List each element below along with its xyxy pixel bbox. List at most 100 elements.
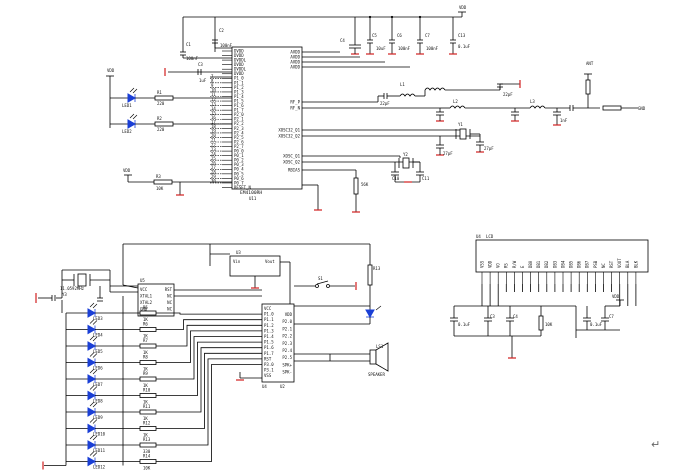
led-ray [89,451,95,456]
led-label: LED6 [93,366,103,371]
u1-pin-num: 7 [211,74,214,79]
lcd-pin-label: DB1 [536,260,541,268]
u5-left-pin-label: GND [140,307,148,312]
led-resistor-val: 1K [143,317,148,322]
led-resistor [139,426,157,431]
led-resistor [139,376,157,382]
cap-c6-label: C6 [397,33,402,38]
led-route [156,319,262,330]
u1-pin-num: 8 [211,79,214,84]
led-bank: LED3R51KLED4R61KLED5R71KLED6R81KLED7R91K… [42,296,262,471]
u1-left-pin-label: DVDD [234,53,244,58]
lcd-res-val: 10K [545,322,553,327]
led-diode [87,423,97,434]
u1-right-pin-label: RF_N [290,105,300,110]
u1-left-pin-label: P0_6 [234,176,244,181]
l2-label: L2 [453,99,458,104]
led-diode [87,390,97,401]
u1-left-pin-label: P1_3 [234,89,244,94]
lcd-support-circuit: VDD 0.1uF C3 C4 10K 0.1uF C7 [450,294,624,359]
cap-c11-val: 27pF [484,146,494,151]
lcd-pin-label: VSS [479,260,484,268]
led-resistor-label: R9 [143,371,148,376]
u2-left-pin-label: RST [264,356,272,361]
lcd-cap3-label: C4 [513,314,518,319]
led-ray [89,352,95,357]
led-diode [87,357,97,368]
led-diode [87,407,97,417]
led-ray [92,320,98,325]
u1-left-pin-label: P2_3 [234,126,244,131]
led-resistor [139,442,157,448]
u1-right-pin-label: XOSC_Q2 [283,159,300,164]
led-diode [87,456,97,467]
led-label: LED10 [93,432,106,437]
u1-left-pin-label: P0_0 [234,149,244,154]
led-resistor-val: 1K [143,400,148,405]
rf-matching-network: ANT GND L1 L2 L3 22pF 22pF 1nF [302,61,646,126]
rbias-resistor: 56K [302,169,369,213]
decoupling-caps-left: C1 100nF C2 100nF 1uF C3 [164,28,233,83]
regulator-u3: U3 Vin Vout [229,250,281,289]
ic-u1-name: EM4100RH [240,190,262,196]
u1-pin-num: 15 [211,110,216,115]
u1-left-pin-label: DVDDL [234,67,247,72]
u1-right-pin-label: RBIAS [288,167,301,172]
u5-right-pin-label: NC [167,300,172,305]
ic-u1-right-pins: AVDDAVDDAVDDAVDDRF_PRF_NXOSC32_Q1XOSC32_… [278,49,300,172]
led-resistor-label: R6 [143,322,148,327]
u1-pin-num: 17 [211,120,216,125]
lcd-pin-label: NC [601,263,606,268]
led-resistor-val: 10K [143,466,151,471]
led-resistor-val: 330 [143,449,151,454]
led-ray [92,303,98,309]
l1-label: L1 [400,82,405,87]
ic-u2-ref: U2 [280,384,285,389]
u1-pin-num: 9 [211,83,214,88]
led-resistor [139,409,157,415]
u1-right-pin-label: AVDD [290,59,300,64]
y2-label: Y2 [403,152,408,157]
led-route [156,352,262,429]
u2-left-pin-label: P1.6 [264,345,274,350]
led-ray [92,419,98,424]
lcd-label: LCD [486,234,494,239]
u5-left-pin-label: XTAL1 [140,294,153,299]
led-label: LED3 [93,316,103,321]
led-resistor [139,360,157,365]
led-resistor [139,310,157,316]
lcd-pin-label: RS [504,263,509,268]
u2-right-pin-label: P2.4 [282,348,292,353]
led-resistor [139,327,157,332]
lcd-pin-label: VOUT [617,258,622,268]
u1-left-pin-label: P0_1 [234,153,244,158]
y3-val: 11.0592MHz [60,286,85,291]
led-ray [89,418,95,423]
led2-label: LED2 [122,129,132,134]
lcd-cap5-label: C7 [609,314,614,319]
led-ray [92,369,98,375]
led-resistor-label: R8 [143,355,148,360]
u1-pin-num: 28 [211,170,216,175]
u1-right-pin-label: XOSC_Q1 [283,153,300,158]
u1-pin-num: 10 [211,88,216,93]
vdd-label-top: VDD [459,5,467,10]
led-label: LED11 [93,448,106,453]
lcd-pin-label: DB3 [552,260,557,268]
u2-right-pin-label: SPK- [282,370,292,375]
led-resistor-val: 1K [143,383,148,388]
led-resistor [139,393,157,398]
speaker-label: SPEAKER [368,372,385,377]
u1-left-pin-label: P2_7 [234,144,244,149]
reg-vin: Vin [233,259,241,264]
u1-left-pin-label: P1_4 [234,94,244,99]
led-label: LED4 [93,333,103,338]
vdd-label-reset: VDD [123,168,131,173]
u1-left-pin-label: P1_0 [234,76,244,81]
s1-label: S1 [318,276,323,281]
lcd-cap2-label: C3 [490,314,495,319]
lcd-pin-label: VO [496,263,501,268]
u1-pin-num: 14 [211,106,216,111]
